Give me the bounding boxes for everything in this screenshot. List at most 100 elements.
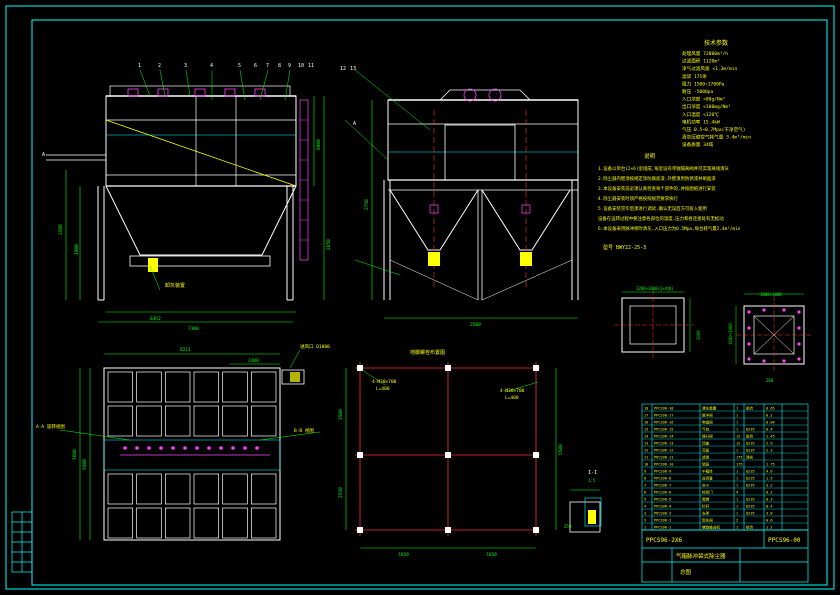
table-cell: 卸灰阀 — [702, 517, 713, 522]
table-cell: PPCS96-15 — [654, 427, 673, 431]
table-cell: 1 — [736, 420, 738, 424]
table-cell: 1 — [736, 448, 738, 452]
table-cell: 气包 — [702, 426, 710, 431]
plan-item: 进风口 D1000 — [300, 343, 330, 350]
table-cell: 4 — [736, 490, 738, 494]
spec-line: 处理风量 72000m³/h — [682, 50, 728, 57]
table-cell: 清灰装置 — [702, 405, 717, 410]
table-cell: 1 — [736, 483, 738, 487]
table-cell: PPCS96-11 — [654, 455, 673, 459]
found-dim-4: 2550 — [338, 487, 344, 498]
anchor-hole — [159, 446, 163, 450]
note-line: 6.本设备采用脉冲喷吹清灰,入口压力为0.5Mpa,每台耗气量2.4m³/min — [598, 225, 741, 232]
table-cell: 14 — [644, 434, 648, 438]
table-cell: 滤袋 — [702, 454, 710, 459]
inner-frame — [31, 19, 828, 586]
notes-model: 型号 BWY22-25-3 — [603, 244, 646, 251]
anchor-hole — [183, 446, 187, 450]
notes-title: 说明 — [644, 152, 656, 160]
found-dim-5: 5500 — [558, 444, 564, 455]
table-cell: 2 — [644, 518, 646, 522]
table-cell: 10 — [644, 462, 648, 466]
spec-line: 过滤面积 1120m² — [682, 58, 720, 65]
side-dim-width: 2500 — [470, 322, 481, 328]
anchor-hole — [135, 446, 139, 450]
table-cell: 灰斗 — [702, 482, 710, 487]
side-section-a: A — [353, 121, 356, 127]
compartment-cell — [250, 371, 277, 403]
compartment-cell — [222, 473, 248, 505]
table-cell: 13 — [644, 441, 648, 445]
table-cell: 螺旋输送机 — [702, 524, 720, 529]
table-cell: 电磁阀 — [702, 419, 713, 424]
title-block — [641, 529, 809, 583]
anchor-hole — [171, 446, 175, 450]
table-cell: PPCS96-18 — [654, 406, 673, 410]
plan-dim-inner: 5500 — [82, 459, 88, 470]
table-cell: PPCS96-5 — [654, 497, 671, 501]
anchor-hole — [123, 446, 127, 450]
front-callout-number: 6 — [254, 63, 257, 69]
table-cell: 5 — [644, 497, 646, 501]
compartment-cell — [164, 473, 191, 505]
compartment-cell — [222, 507, 248, 539]
table-cell: PPCS96-10 — [654, 462, 673, 466]
table-cell: 1.2 — [766, 525, 773, 529]
side-view — [344, 69, 579, 319]
table-cell: PPCS96-9 — [654, 469, 671, 473]
table-cell: 1 — [736, 406, 738, 410]
table-cell: 1.5 — [766, 476, 773, 480]
compartment-cell — [193, 473, 220, 505]
anchor-hole — [195, 446, 199, 450]
table-cell: 进风管 — [702, 475, 713, 480]
spec-line: 出口浓度 <100mg/Nm³ — [682, 103, 731, 110]
outlet-flange-dim-b: 200 — [766, 378, 774, 383]
table-cell: 提升阀 — [702, 433, 713, 438]
foundation-title: 地脚螺栓布置图 — [410, 349, 445, 356]
found-bolt-right: 4-M30×700 — [500, 388, 525, 394]
table-cell: 3 — [644, 511, 646, 515]
table-cell: 3.8 — [766, 511, 773, 515]
table-cell: 脉冲阀 — [702, 412, 713, 417]
spec-line: 电机功率 15.4kW — [682, 118, 720, 125]
anchor-hole — [255, 446, 259, 450]
table-cell: 0.2 — [766, 413, 773, 417]
table-cell: 4.6 — [766, 469, 773, 473]
front-callout-number: 8 — [278, 63, 281, 69]
table-cell: 1.45 — [766, 434, 775, 438]
table-cell: 1 — [736, 427, 738, 431]
table-cell: 1 — [736, 476, 738, 480]
table-cell: PPCS96-17 — [654, 413, 673, 417]
spec-line: 阻力 1500~1700Pa — [682, 80, 725, 87]
table-cell: 16 — [644, 420, 648, 424]
plan-dim-width: 8211 — [180, 347, 191, 353]
compartment-cell — [250, 507, 277, 539]
table-cell: 检修门 — [702, 489, 713, 494]
foundation-view — [345, 362, 557, 549]
spec-line: 净气过滤风速 <1.3m/min — [682, 65, 737, 72]
table-cell: Q235 — [746, 511, 755, 515]
found-bolt-right-sub: L=400 — [505, 395, 519, 401]
table-cell: PPCS96-1 — [654, 525, 671, 529]
outer-frame — [5, 5, 835, 590]
anchor-hole — [207, 446, 211, 450]
detail-ii-title: I-I — [588, 470, 597, 476]
detail-ii — [569, 489, 602, 533]
table-cell: 11 — [644, 455, 648, 459]
table-cell: PPCS96-8 — [654, 476, 671, 480]
note-line: 1.设备以单台(2×6)室组成,每室设有单独隔离阀并可实现离线清灰 — [598, 165, 730, 172]
compartment-cell — [193, 405, 220, 437]
front-callout-number: 4 — [210, 63, 213, 69]
detail-ii-dim: 250 — [564, 524, 572, 529]
specs-title: 技术参数 — [704, 39, 728, 47]
spec-line: 设备质量 34吨 — [682, 141, 714, 148]
detail-ii-scale: 1:5 — [588, 478, 596, 483]
table-cell: 组合 — [746, 405, 754, 410]
front-dim-height: 2500 — [58, 224, 64, 235]
table-cell: PPCS96-6 — [654, 490, 671, 494]
anchor-hole — [219, 446, 223, 450]
outlet-flange-dim-v: 1000×1000 — [728, 323, 733, 345]
note-line: 4.除尘器安装时须严格按照规范要求执行 — [598, 195, 679, 202]
plan-label-bb: B-B 视图 — [294, 427, 314, 434]
